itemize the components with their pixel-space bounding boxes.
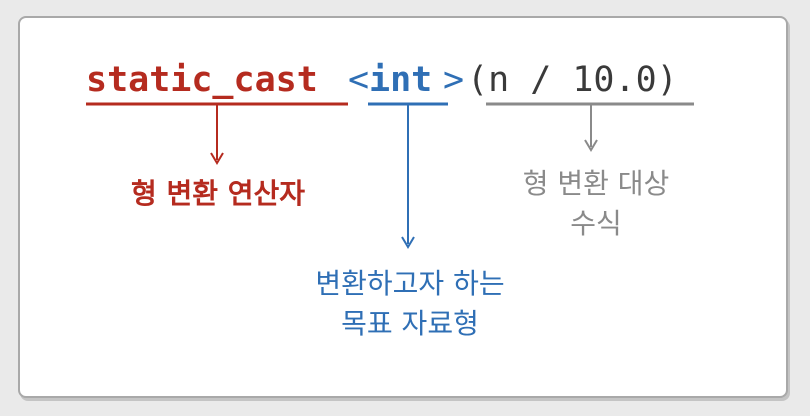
type-open-bracket: <: [348, 60, 370, 100]
expression-arrow-head: [584, 139, 598, 152]
expression-label-line-1: 형 변환 대상: [522, 167, 670, 200]
code-line: static_cast < int > (n / 10.0): [86, 58, 678, 102]
type-label-line-2: 목표 자료형: [341, 307, 479, 340]
operator-label-line: 형 변환 연산자: [130, 177, 306, 210]
type-label-line-1: 변환하고자 하는: [315, 267, 505, 300]
type-label: 변환하고자 하는 목표 자료형: [270, 264, 550, 344]
type-token: int: [369, 60, 433, 100]
type-arrow-head: [401, 236, 415, 249]
operator-arrow-head: [210, 152, 224, 165]
expression-token: (n / 10.0): [467, 60, 678, 100]
type-close-bracket: >: [443, 60, 465, 100]
expression-label: 형 변환 대상 수식: [476, 164, 716, 244]
expression-label-line-2: 수식: [570, 207, 622, 240]
diagram-card: [18, 16, 788, 398]
operator-label: 형 변환 연산자: [95, 174, 341, 214]
operator-token: static_cast: [86, 60, 318, 100]
